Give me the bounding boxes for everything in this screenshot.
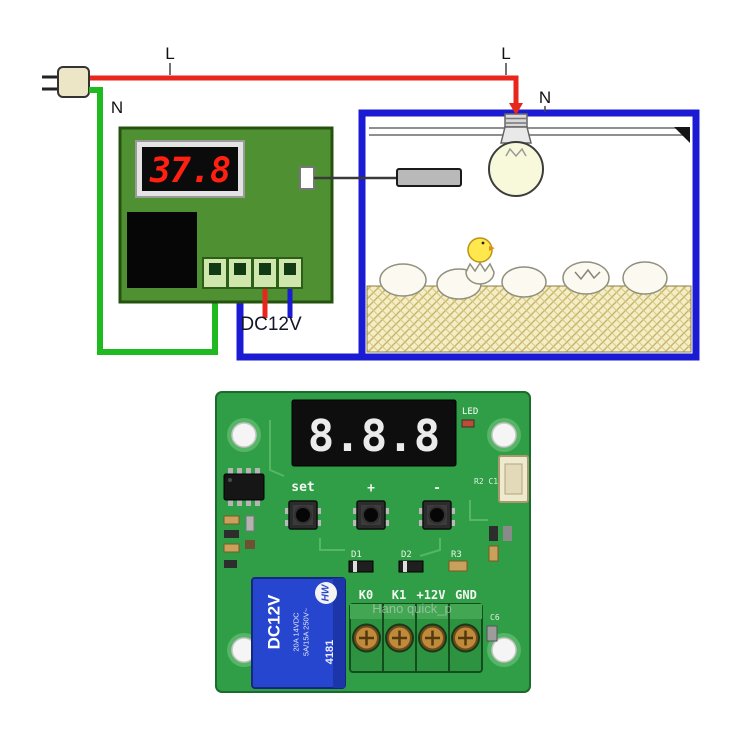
relay: HW DC12V 20A 14VDC 5A/15A 250V~ 4181 (251, 577, 346, 689)
terminal-screw (418, 623, 447, 653)
power-plug (42, 66, 90, 98)
watermark: Hano quick_p (372, 601, 452, 616)
terminal-screw (352, 623, 381, 653)
display-digits: 8.8.8 (308, 411, 440, 462)
wiring-diagram-section: L L N N 37.8 DC12V (42, 44, 700, 361)
d1-label: D1 (351, 550, 362, 560)
set-label: set (291, 480, 314, 495)
incubator-box (236, 109, 700, 361)
bulb-filament (505, 147, 527, 158)
terminal-hole (209, 263, 221, 275)
diode-d1: D1 (348, 550, 374, 573)
terminal-screw (385, 623, 414, 653)
live-label-right: L (501, 44, 510, 63)
terminal-hole (284, 263, 296, 275)
supply-label: DC12V (240, 314, 302, 335)
bulb-neck (500, 126, 532, 144)
terminal-hole (234, 263, 246, 275)
sensor-header (498, 455, 529, 503)
broken-shell (465, 261, 495, 285)
c6-label: C6 (490, 613, 500, 622)
arrow-down-icon (509, 103, 523, 115)
relay-model: 4181 (324, 640, 336, 664)
egg (379, 263, 427, 297)
live-label-left: L (165, 44, 174, 63)
wiring-diagram: L L N N 37.8 DC12V (42, 44, 700, 361)
temperature-probe (396, 168, 462, 187)
eggs (379, 261, 668, 300)
mounting-holes (227, 418, 521, 667)
chick-eye (481, 241, 485, 245)
egg (562, 261, 610, 295)
plus-label: + (367, 481, 375, 496)
seven-segment-display: 8.8.8 (291, 399, 457, 467)
smd-components-right (488, 526, 512, 562)
smd-components-left (223, 515, 255, 568)
board-photo: 8.8.8 LED R2 C1 set + - (215, 391, 531, 693)
diode-d2: D2 (398, 550, 424, 573)
relay-shade (333, 578, 345, 688)
terminal-label-gnd: GND (455, 588, 477, 602)
mounting-hole (491, 637, 517, 663)
relay-logo-badge (315, 582, 337, 604)
relay-coil-voltage: DC12V (265, 594, 284, 649)
module-black-block (127, 212, 197, 288)
egg (501, 266, 547, 298)
mounting-hole (491, 422, 517, 448)
live-wire (88, 75, 523, 115)
egg (622, 261, 668, 295)
live-wire-path (88, 75, 519, 104)
mounting-hole (231, 422, 257, 448)
blue-wire (236, 288, 362, 361)
connector-slot (504, 463, 523, 495)
neutral-wire-green (89, 87, 218, 355)
temperature-readout: 37.8 (149, 151, 230, 191)
display-face (142, 147, 238, 191)
pcb-traces (269, 420, 488, 557)
terminal-hole (259, 263, 271, 275)
terminal-screw (451, 623, 480, 653)
hatching-chick (465, 237, 495, 285)
resistor-r3: R3 (448, 550, 468, 572)
board-photo-section: 8.8.8 LED R2 C1 set + - (0, 380, 734, 734)
terminal-strip (202, 257, 303, 289)
relay-brand: HW (321, 583, 332, 601)
r3-label: R3 (451, 550, 462, 560)
chick-body (467, 237, 493, 263)
minus-label: - (433, 481, 441, 496)
terminal-label-k1: K1 (392, 588, 406, 602)
controller-ic (223, 468, 265, 506)
neutral-label-left: N (111, 98, 123, 117)
corner-mark (674, 127, 690, 143)
relay-rating-2: 5A/15A 250V~ (302, 607, 311, 656)
set-button (285, 500, 321, 530)
bulb-globe (488, 141, 544, 197)
light-bulb (488, 113, 544, 197)
led-label: LED (462, 407, 478, 417)
plus-button (353, 500, 389, 530)
led-component (461, 419, 475, 428)
plug-body (57, 66, 90, 98)
sensor-connector (299, 166, 315, 190)
terminal-label-12v: +12V (417, 588, 446, 602)
minus-button (419, 500, 455, 530)
neutral-label-right: N (539, 88, 551, 107)
d2-label: D2 (401, 550, 412, 560)
silkscreen-r2c1: R2 C1 (474, 477, 498, 486)
display-module (291, 399, 457, 467)
egg-crack (574, 268, 601, 281)
bulb-base (504, 113, 528, 128)
screw-terminal-block (349, 603, 483, 673)
chick-beak (489, 246, 495, 251)
relay-rating-1: 20A 14VDC (292, 612, 301, 652)
capacitor-c6 (486, 625, 498, 642)
terminal-label-k0: K0 (359, 588, 373, 602)
